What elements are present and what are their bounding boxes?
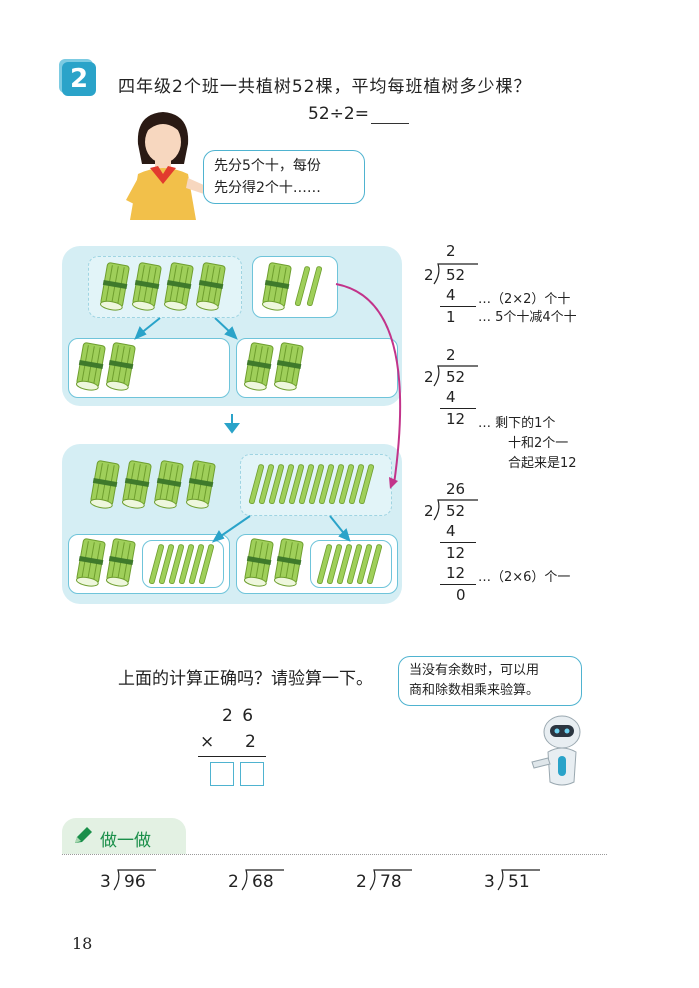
div2-quotient: 2 (446, 346, 456, 364)
div3-rem1: 12 (446, 544, 466, 562)
girl-bubble-line2: 先分得2个十…… (214, 180, 321, 196)
verify-line (198, 756, 266, 757)
robot-bubble-line1: 当没有余数时，可以用 (409, 663, 540, 678)
verify-top: 2 6 (222, 706, 256, 726)
div3-product2: 12 (446, 564, 466, 582)
practice-title: 做一做 (100, 831, 151, 851)
practice-item-1: 3 (100, 872, 111, 892)
div1-note2: … 5个十减4个十 (478, 310, 577, 325)
div2-divisor: 2 (424, 368, 434, 386)
div2-note2: 十和2个一 (508, 436, 569, 451)
div3-dividend: 52 (446, 502, 466, 520)
div1-remainder: 1 (446, 308, 456, 326)
practice-item-2: 2 (228, 872, 239, 892)
girl-illustration (126, 112, 214, 220)
robot-speech-bubble: 当没有余数时，可以用 商和除数相乘来验算。 (398, 656, 582, 706)
practice-dividend-2: 68 (252, 872, 274, 892)
problem-number-badge: 2 (62, 62, 96, 96)
div1-bracket (433, 263, 478, 285)
practice-item-3: 2 (356, 872, 367, 892)
practice-bracket-4 (497, 869, 540, 891)
practice-bracket-1 (113, 869, 156, 891)
robot-bubble-line2: 商和除数相乘来验算。 (409, 683, 540, 698)
div2-note3: 合起来是12 (508, 456, 577, 471)
verify-answer-box-tens[interactable] (210, 762, 234, 786)
page-number: 18 (72, 934, 93, 953)
div1-product: 4 (446, 286, 456, 304)
girl-bubble-line1: 先分5个十，每份 (214, 158, 321, 174)
tens-bundle-group-upper (98, 261, 227, 313)
div1-note1: …（2×2）个十 (478, 292, 571, 307)
div3-bracket (433, 499, 478, 521)
verify-prompt: 上面的计算正确吗？请验算一下。 (118, 669, 373, 689)
verify-bottom: 2 (245, 732, 256, 752)
practice-item-4: 3 (484, 872, 495, 892)
div1-dividend: 52 (446, 266, 466, 284)
div1-line (440, 306, 476, 307)
practice-bracket-2 (241, 869, 284, 891)
div3-divisor: 2 (424, 502, 434, 520)
div3-product1: 4 (446, 522, 456, 540)
practice-bracket-3 (369, 869, 412, 891)
div3-final: 0 (456, 586, 466, 604)
answer-blank[interactable] (370, 105, 409, 124)
div2-remainder: 12 (446, 410, 466, 428)
div1-quotient: 2 (446, 242, 456, 260)
div3-quotient: 26 (446, 480, 466, 498)
div2-product: 4 (446, 388, 456, 406)
verify-op: × (200, 732, 215, 752)
practice-dividend-1: 96 (124, 872, 146, 892)
div2-line (440, 408, 476, 409)
div1-divisor: 2 (424, 266, 434, 284)
div2-bracket (433, 365, 478, 387)
div2-note1: … 剩下的1个 (478, 416, 556, 431)
practice-dividend-3: 78 (380, 872, 402, 892)
girl-speech-bubble: 先分5个十，每份 先分得2个十…… (203, 150, 365, 204)
practice-divider (62, 854, 607, 855)
verify-answer-box-ones[interactable] (240, 762, 264, 786)
pencil-icon (75, 827, 92, 843)
robot-illustration (531, 715, 581, 786)
div3-note1: …（2×6）个一 (478, 570, 571, 585)
problem-question: 四年级2个班一共植树52棵，平均每班植树多少棵？ (118, 77, 532, 97)
div2-dividend: 52 (446, 368, 466, 386)
div3-line2 (440, 584, 476, 585)
practice-dividend-4: 51 (508, 872, 530, 892)
equation: 52÷2= (308, 104, 409, 124)
div3-line1 (440, 542, 476, 543)
